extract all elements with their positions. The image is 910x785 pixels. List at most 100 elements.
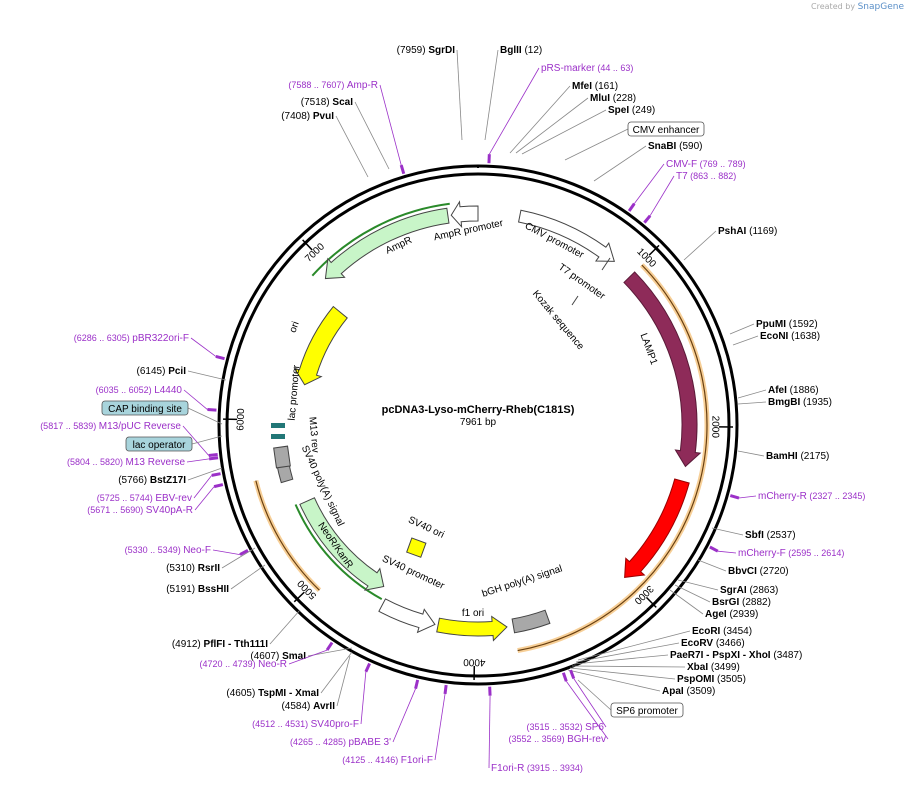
primer-range-mcherry-f: (2595 .. 2614) [786, 548, 845, 558]
enzyme-pos-afei: (1886) [787, 385, 819, 396]
feature-lamp1 [623, 271, 702, 468]
cap-site-mark [271, 423, 285, 428]
enzyme-pshai: PshAI (1169) [718, 226, 777, 237]
enzyme-avrii: (4584) AvrII [281, 701, 335, 712]
feature-label-sv40-ori: SV40 ori [406, 515, 445, 541]
primer-name-amp-r: Amp-R [347, 80, 378, 91]
leader-bamhi [737, 450, 765, 457]
tick-1000 [648, 244, 660, 256]
orf-highlight-1 [517, 263, 710, 654]
primer-mark-pbr322ori-f [215, 354, 225, 361]
box-cap-binding-site [101, 400, 189, 416]
enzyme-ppumi: PpuMI (1592) [756, 319, 818, 330]
primer-sp6: (3515 .. 3532) SP6 [527, 722, 605, 733]
leader-ecorv [575, 642, 680, 663]
leader-scai [354, 101, 390, 170]
neor-orf-line [294, 504, 383, 601]
primer-leader-f1ori-f [434, 693, 446, 761]
ampr-orf-line [311, 202, 450, 277]
primer-f1ori-f: (4125 .. 4146) F1ori-F [342, 755, 433, 766]
primer-leader-m13-reverse [186, 458, 210, 463]
feature-label-lamp1: LAMP1 [638, 332, 660, 367]
enzyme-ecorv: EcoRV (3466) [681, 638, 745, 649]
box-label-sp6-promoter: SP6 promoter [616, 706, 678, 717]
enzyme-pos-pshai: (1169) [746, 226, 777, 237]
primer-leader-prs-marker [488, 67, 540, 155]
enzyme-bstz17i: (5766) BstZ17I [118, 475, 186, 486]
plasmid-size: 7961 bp [460, 417, 497, 428]
brand: Created by SnapGene [811, 2, 904, 12]
feature-label-lac-promoter: lac promoter [287, 364, 303, 421]
enzyme-pos-pspomi: (3505) [714, 674, 746, 685]
leader-spei [521, 109, 607, 155]
primer-leader-pbabe-3 [392, 688, 416, 743]
enzyme-name-pflfi-tth111i: PflFI - Tth111I [204, 639, 269, 650]
enzyme-name-bstz17i: BstZ17I [150, 475, 186, 486]
enzyme-name-bbvci: BbvCI [728, 566, 757, 577]
primer-leader-amp-r [379, 84, 402, 166]
primer-leader-l4440 [183, 389, 208, 410]
enzyme-name-ecorv: EcoRV [681, 638, 713, 649]
enzyme-pos-sbfi: (2537) [764, 530, 796, 541]
primer-neo-f: (5330 .. 5349) Neo-F [125, 545, 211, 556]
primer-name-cmv-f: CMV-F [666, 159, 697, 170]
enzyme-spei: SpeI (249) [608, 105, 655, 116]
enzyme-pvui: (7408) PvuI [281, 111, 334, 122]
primer-leader-neo-r [288, 649, 328, 665]
primer-leader-sp6 [573, 678, 607, 728]
enzyme-pos-bstz17i: (5766) [118, 475, 150, 486]
primer-range-f1ori-f: (4125 .. 4146) [342, 755, 401, 765]
feature-bgh-poly-a-signal [511, 609, 551, 634]
box-leader-lac-operator [191, 435, 223, 445]
leader-bmgbi [737, 401, 767, 405]
leader-sgrdi [456, 49, 463, 141]
primer-mcherry-f: mCherry-F (2595 .. 2614) [738, 548, 844, 559]
enzyme-sbfi: SbfI (2537) [745, 530, 796, 541]
enzyme-name-pshai: PshAI [718, 226, 747, 237]
primer-leader-sv40pa-r [194, 486, 215, 511]
primer-amp-r: (7588 .. 7607) Amp-R [288, 80, 378, 91]
primer-range-bgh-rev: (3552 .. 3569) [509, 734, 568, 744]
primer-leader-m13-puc-reverse [182, 425, 210, 456]
enzyme-name-pspomi: PspOMI [677, 674, 714, 685]
enzyme-name-pcii: PciI [168, 366, 186, 377]
primer-leader-t7 [649, 175, 675, 216]
enzyme-name-afei: AfeI [768, 385, 787, 396]
primer-leader-mcherry-r [738, 495, 757, 499]
enzyme-rsrii: (5310) RsrII [166, 563, 220, 574]
enzyme-bamhi: BamHI (2175) [766, 451, 829, 462]
feature-sv40-promoter [378, 598, 436, 634]
primer-m13-puc-reverse: (5817 .. 5839) M13/pUC Reverse [40, 421, 181, 432]
enzyme-name-sbfi: SbfI [745, 530, 764, 541]
primer-range-l4440: (6035 .. 6052) [96, 385, 155, 395]
box-leader-sp6-promoter [577, 679, 612, 711]
enzyme-mfei: MfeI (161) [572, 81, 618, 92]
leader-bstz17i [187, 467, 223, 481]
enzyme-name-xbai: XbaI [687, 662, 708, 673]
primer-leader-sv40pro-f [360, 671, 367, 725]
feature-cmv-promoter [517, 209, 616, 262]
enzyme-pos-mlui: (228) [610, 93, 636, 104]
enzyme-afei: AfeI (1886) [768, 385, 819, 396]
brand-created-by: Created by [811, 2, 856, 11]
primer-leader-ebv-rev [193, 475, 213, 499]
primer-range-ebv-rev: (5725 .. 5744) [97, 493, 156, 503]
primer-mark-amp-r [399, 164, 406, 175]
primer-name-sv40pa-r: SV40pA-R [146, 505, 193, 516]
enzyme-xbai: XbaI (3499) [687, 662, 740, 673]
enzyme-name-bmgbi: BmgBI [768, 397, 800, 408]
enzyme-name-agei: AgeI [705, 609, 727, 620]
box-label-lac-operator: lac operator [133, 440, 186, 451]
leader-econi [732, 335, 759, 346]
tick-label-2000: 2000 [709, 416, 720, 439]
enzyme-scai: (7518) ScaI [301, 97, 353, 108]
leader-ppumi [729, 323, 755, 335]
primer-range-neo-r: (4720 .. 4739) [200, 659, 259, 669]
enzyme-apai: ApaI (3509) [662, 686, 715, 697]
box-sp6-promoter [610, 702, 684, 718]
primer-range-pbabe-3: (4265 .. 4285) [290, 737, 349, 747]
plasmid-name: pcDNA3-Lyso-mCherry-Rheb(C181S) [382, 404, 575, 416]
enzyme-name-spei: SpeI [608, 105, 629, 116]
